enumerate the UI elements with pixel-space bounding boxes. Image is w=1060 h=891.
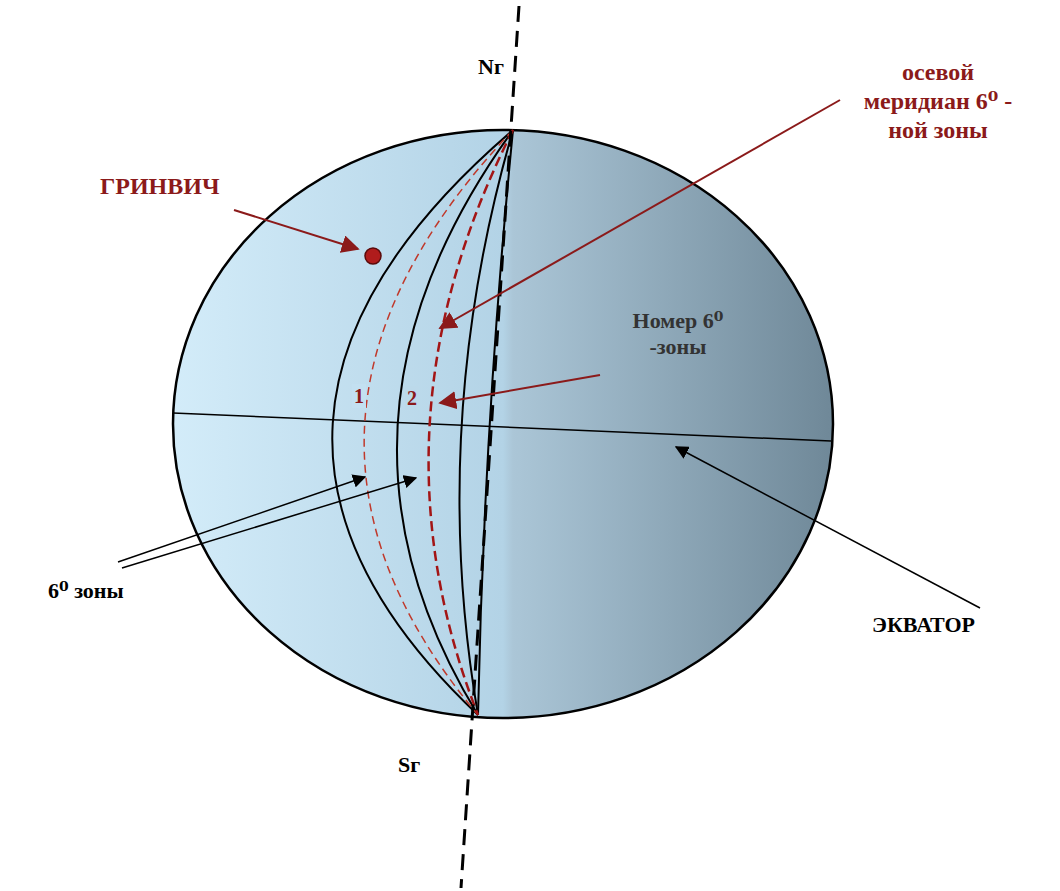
zone-number: 1 bbox=[352, 384, 366, 408]
axial-meridian-zone-1 bbox=[364, 130, 513, 715]
greenwich-dot bbox=[365, 248, 381, 264]
pole-label: Sг bbox=[398, 752, 420, 778]
callout-label: ГРИНВИЧ bbox=[100, 172, 220, 201]
callout-label: осевой меридиан 6⁰ - ной зоны bbox=[848, 58, 1028, 144]
equator-line bbox=[173, 413, 831, 441]
greenwich-leader bbox=[234, 210, 358, 249]
equator-leader bbox=[676, 447, 980, 608]
callout-label: Номер 6⁰ -зоны bbox=[608, 308, 748, 361]
axial-meridian-leader bbox=[440, 100, 840, 328]
callout-label: ЭКВАТОР bbox=[872, 612, 975, 638]
globe bbox=[173, 130, 833, 718]
earth-axis bbox=[461, 6, 519, 888]
axial-meridian-zone-2 bbox=[429, 130, 513, 715]
pole-label: Nг bbox=[478, 54, 504, 80]
zone-leader bbox=[118, 477, 365, 562]
zone-number: 2 bbox=[405, 386, 419, 410]
callout-label: 6⁰ зоны bbox=[48, 578, 124, 604]
zone-meridians bbox=[332, 130, 513, 715]
zone-number-leader bbox=[440, 375, 600, 403]
zone-leader bbox=[122, 478, 416, 568]
